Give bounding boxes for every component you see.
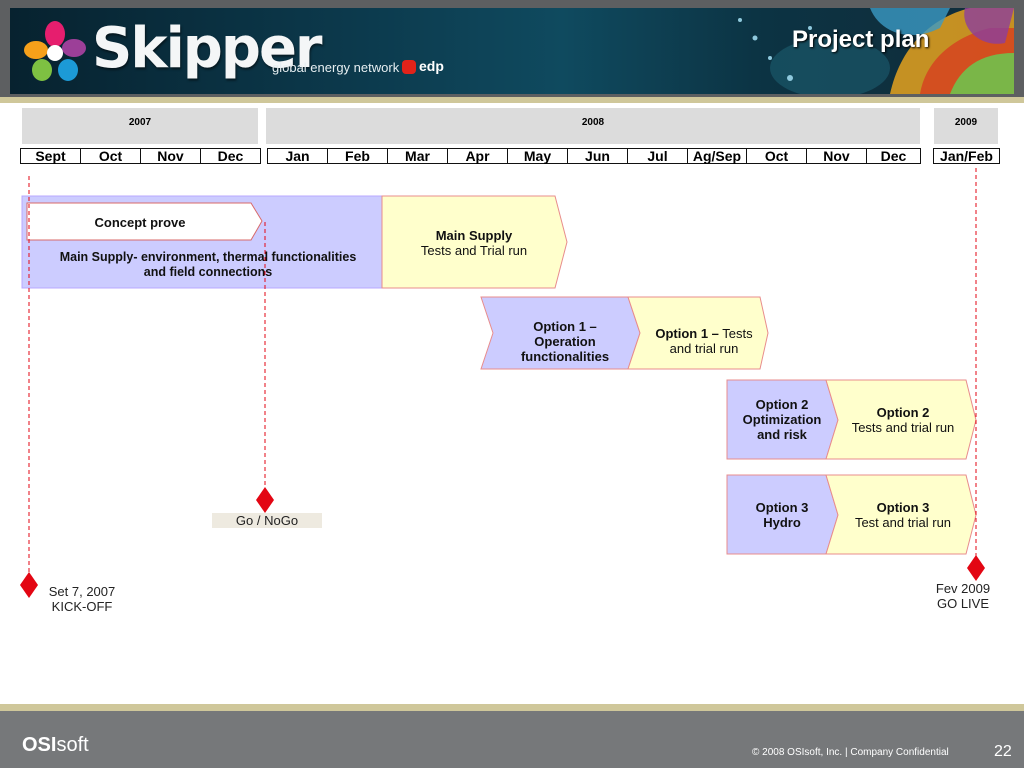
- month-cell: Nov: [140, 148, 201, 164]
- year-bar-2008: [266, 108, 920, 144]
- concept-prove-arrow: [26, 202, 263, 241]
- year-label: 2007: [128, 117, 152, 128]
- month-cell: Apr: [447, 148, 508, 164]
- main-supply-tests-title: Main Supply: [435, 228, 513, 243]
- option3-tests-sub: Test and trial run: [854, 515, 952, 530]
- option1-tests-sub-b: and trial run: [669, 341, 739, 356]
- main-supply-env-line2: and field connections: [143, 265, 273, 279]
- option1-tests-label: Option 1 – Tests and trial run: [642, 326, 766, 356]
- main-supply-env-label: Main Supply- environment, thermal functi…: [30, 250, 386, 280]
- option3-tests-arrow: [825, 474, 977, 555]
- month-cell: Dec: [866, 148, 921, 164]
- year-label: 2009: [954, 117, 978, 128]
- month-cell: Jun: [567, 148, 628, 164]
- month-cell: Dec: [200, 148, 261, 164]
- option1-ops-line2: Operation: [534, 334, 596, 349]
- copyright-text: © 2008 OSIsoft, Inc. | Company Confident…: [752, 747, 949, 758]
- month-cell: Feb: [327, 148, 388, 164]
- main-supply-env-line1: Main Supply- environment, thermal functi…: [59, 250, 357, 264]
- kickoff-label: KICK-OFF: [51, 599, 113, 614]
- month-cell: Oct: [746, 148, 807, 164]
- golive-note: Fev 2009 GO LIVE: [928, 581, 998, 611]
- month-cell: Sept: [20, 148, 81, 164]
- kickoff-note: Set 7, 2007 KICK-OFF: [42, 584, 122, 614]
- month-cell: Jul: [627, 148, 688, 164]
- option3-line1: Option 3: [755, 500, 809, 515]
- kickoff-milestone-icon: [20, 572, 38, 598]
- month-cell: Jan/Feb: [933, 148, 1000, 164]
- option3-tests-title: Option 3: [876, 500, 930, 515]
- main-supply-tests-arrow: [381, 195, 568, 289]
- golive-label: GO LIVE: [936, 596, 990, 611]
- footer-divider: [0, 704, 1024, 711]
- slide-title: Project plan: [792, 26, 930, 53]
- option3-tests-label: Option 3 Test and trial run: [838, 500, 968, 530]
- option2-line2: Optimization: [742, 412, 822, 427]
- option2-line3: and risk: [757, 427, 807, 442]
- brand-subtitle: global energy network: [272, 60, 400, 75]
- month-cell: Ag/Sep: [687, 148, 747, 164]
- option2-tests-arrow: [825, 379, 977, 460]
- golive-date: Fev 2009: [935, 581, 991, 596]
- brand-name: Skipper: [92, 16, 323, 81]
- osisoft-logo: OSIsoft: [22, 734, 89, 757]
- kickoff-date: Set 7, 2007: [48, 584, 116, 599]
- concept-prove-label: Concept prove: [94, 215, 186, 230]
- header-divider: [0, 97, 1024, 103]
- month-cell: Nov: [806, 148, 867, 164]
- edp-logo-icon: [402, 60, 416, 74]
- main-supply-tests-sub: Tests and Trial run: [420, 243, 528, 258]
- page-number: 22: [994, 743, 1012, 760]
- month-cell: Mar: [387, 148, 448, 164]
- option3-label: Option 3 Hydro: [730, 500, 834, 530]
- year-bar-2007: [22, 108, 258, 144]
- year-bar-2009: [934, 108, 998, 144]
- option2-tests-title: Option 2: [876, 405, 930, 420]
- gonogo-label: Go / NoGo: [235, 513, 299, 528]
- footer-bar: [0, 711, 1024, 768]
- option1-tests-arrow: [627, 296, 769, 370]
- option1-tests-sub-a: Tests: [722, 326, 753, 341]
- option2-tests-sub: Tests and trial run: [851, 420, 955, 435]
- logo-bold: OSI: [22, 734, 57, 756]
- gonogo-label-bg: [212, 513, 322, 528]
- option2-tests-label: Option 2 Tests and trial run: [838, 405, 968, 435]
- option1-ops-line3: functionalities: [520, 349, 610, 364]
- partner-name: edp: [419, 58, 444, 74]
- option2-label: Option 2 Optimization and risk: [730, 397, 834, 442]
- option1-tests-title: Option 1 –: [655, 326, 719, 341]
- logo-light: soft: [56, 734, 89, 756]
- option1-ops-label: Option 1 – Operation functionalities: [500, 319, 630, 364]
- year-label: 2008: [581, 117, 605, 128]
- decorative-leaves-art: [738, 8, 1014, 94]
- skipper-logo-icon: [24, 21, 86, 81]
- golive-milestone-icon: [967, 555, 985, 581]
- option2-line1: Option 2: [755, 397, 809, 412]
- option1-ops-line1: Option 1 –: [533, 319, 597, 334]
- option3-line2: Hydro: [763, 515, 801, 530]
- month-cell: Oct: [80, 148, 141, 164]
- header-banner-image: [10, 8, 1014, 94]
- month-cell: May: [507, 148, 568, 164]
- gonogo-milestone-icon: [256, 487, 274, 513]
- month-cell: Jan: [267, 148, 328, 164]
- main-supply-tests-label: Main Supply Tests and Trial run: [386, 228, 562, 258]
